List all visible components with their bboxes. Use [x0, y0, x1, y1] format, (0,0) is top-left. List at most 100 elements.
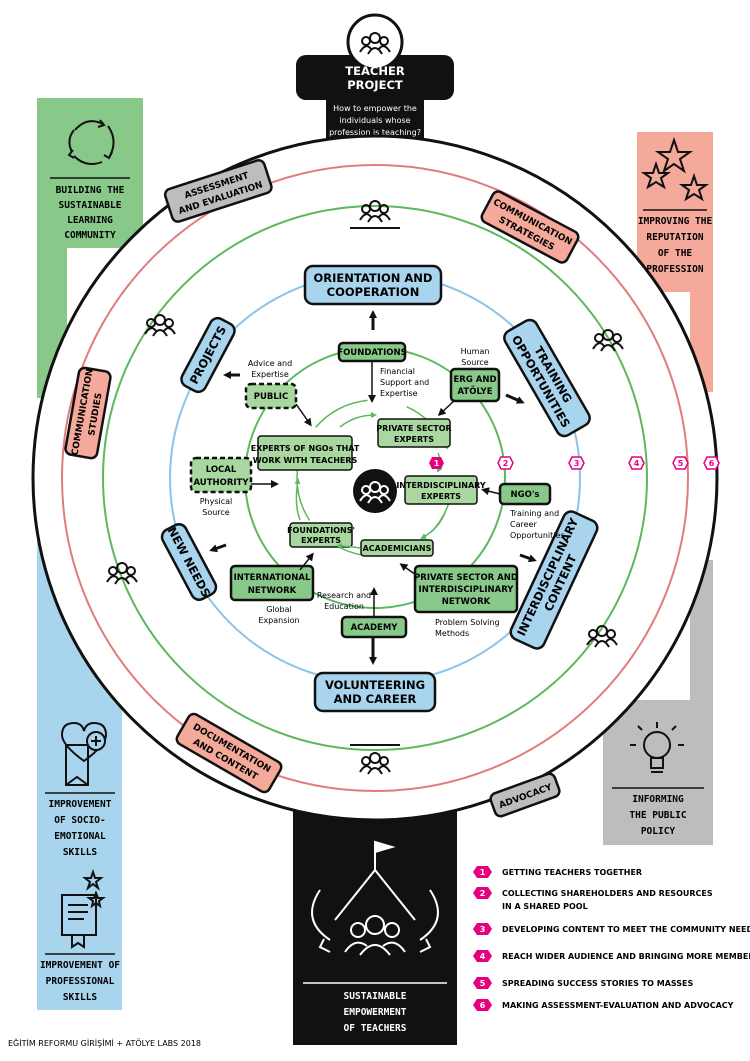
svg-text:1: 1: [434, 459, 440, 468]
header-question-2: individuals whose: [339, 116, 410, 125]
annot-training-career-1: Training and: [509, 509, 559, 518]
expert-foundations: FOUNDATIONS' EXPERTS: [287, 522, 355, 548]
svg-text:DEVELOPING CONTENT TO MEET THE: DEVELOPING CONTENT TO MEET THE COMMUNITY…: [502, 925, 750, 934]
annot-training-career-2: Career: [510, 520, 537, 529]
footer-credit: EĞİTİM REFORMU GİRİŞİMİ + ATÖLYE LABS 20…: [8, 1037, 201, 1048]
svg-text:WORK WITH TEACHERS: WORK WITH TEACHERS: [253, 456, 358, 465]
svg-text:2: 2: [480, 889, 486, 898]
svg-text:OF THE: OF THE: [658, 248, 693, 259]
node-foundations: FOUNDATIONS: [337, 341, 407, 363]
annot-training-career-3: Opportunities: [510, 531, 565, 540]
inner-cycle-arrows: [294, 412, 447, 550]
svg-text:OF TEACHERS: OF TEACHERS: [344, 1023, 407, 1034]
panel-building-community: [37, 98, 143, 248]
annot-advice-2: Expertise: [251, 370, 289, 379]
panel-socio-emotional-text: IMPROVEMENT OF SOCIO- EMOTIONAL SKILLS: [49, 799, 112, 858]
label-communication-studies: COMMUNICATION STUDIES: [64, 366, 112, 460]
mountain-flag-icon: [311, 840, 439, 956]
svg-text:IMPROVING THE: IMPROVING THE: [638, 216, 713, 227]
legend-item-4: 4 REACH WIDER AUDIENCE AND BRINGING MORE …: [473, 950, 750, 962]
svg-text:REACH WIDER AUDIENCE AND BRING: REACH WIDER AUDIENCE AND BRINGING MORE M…: [502, 952, 750, 961]
svg-text:5: 5: [678, 459, 684, 468]
annot-financial-3: Expertise: [380, 389, 418, 398]
header-question-3: profession is teaching?: [329, 128, 421, 137]
ring-badge-1: 1: [429, 457, 444, 469]
heart-plus-badge-icon: [60, 721, 108, 786]
panel-reputation-text: IMPROVING THE REPUTATION OF THE PROFESSI…: [638, 216, 713, 275]
svg-text:LOCAL: LOCAL: [206, 465, 237, 475]
ring-badge-6: 6: [703, 456, 720, 470]
svg-text:COLLECTING SHAREHOLDERS AND RE: COLLECTING SHAREHOLDERS AND RESOURCES: [502, 889, 713, 898]
svg-text:6: 6: [709, 459, 715, 468]
svg-text:ORIENTATION AND: ORIENTATION AND: [314, 271, 433, 285]
svg-text:COMMUNITY: COMMUNITY: [64, 230, 116, 241]
annot-research-1: Research and: [317, 591, 371, 600]
svg-text:INTERDISCIPLINARY: INTERDISCIPLINARY: [419, 585, 515, 595]
annot-problem-2: Methods: [435, 629, 469, 638]
annot-research-2: Education: [324, 602, 364, 611]
svg-text:SUSTAINABLE: SUSTAINABLE: [59, 200, 122, 211]
ring-number-badges: 1 2 3 4 5 6: [429, 456, 720, 470]
panel-empowerment-text: SUSTAINABLE EMPOWERMENT OF TEACHERS: [344, 991, 407, 1034]
expert-private-sector: PRIVATE SECTOR EXPERTS: [376, 418, 452, 448]
svg-text:NETWORK: NETWORK: [248, 586, 297, 596]
annot-human-1: Human: [461, 347, 490, 356]
node-private-network: PRIVATE SECTOR AND INTERDISCIPLINARY NET…: [413, 564, 519, 614]
svg-text:5: 5: [480, 979, 486, 988]
expert-ngo: EXPERTS OF NGOs THAT WORK WITH TEACHERS: [251, 435, 360, 471]
svg-text:SKILLS: SKILLS: [63, 992, 98, 1003]
panel-sustainable-empowerment: [293, 800, 457, 1045]
svg-text:INTERNATIONAL: INTERNATIONAL: [234, 573, 311, 583]
svg-text:IMPROVEMENT: IMPROVEMENT: [49, 799, 112, 810]
ring-badge-3: 3: [568, 456, 585, 470]
annot-financial-2: Support and: [380, 378, 429, 387]
svg-text:2: 2: [503, 459, 509, 468]
svg-text:NGO's: NGO's: [511, 490, 540, 500]
lightbulb-icon: [630, 722, 684, 773]
people-icon-top: [350, 200, 400, 229]
node-erg: ERG AND ATÖLYE: [449, 367, 501, 403]
svg-text:ACADEMY: ACADEMY: [351, 623, 399, 633]
svg-text:PRIVATE SECTOR: PRIVATE SECTOR: [376, 424, 451, 433]
svg-text:INFORMING: INFORMING: [632, 794, 684, 805]
annot-human-2: Source: [461, 358, 489, 367]
svg-text:NETWORK: NETWORK: [442, 597, 491, 607]
svg-text:FOUNDATIONS: FOUNDATIONS: [337, 348, 406, 358]
annot-physical-2: Source: [202, 508, 230, 517]
svg-text:PROFESSIONAL: PROFESSIONAL: [46, 976, 115, 987]
svg-text:THE PUBLIC: THE PUBLIC: [629, 810, 686, 821]
annot-financial-1: Financial: [380, 367, 415, 376]
svg-text:COOPERATION: COOPERATION: [327, 285, 420, 299]
panel-policy-text: INFORMING THE PUBLIC POLICY: [629, 794, 686, 837]
header-title-box: [296, 55, 454, 100]
svg-text:AND CAREER: AND CAREER: [334, 692, 417, 706]
svg-text:SUSTAINABLE: SUSTAINABLE: [344, 991, 407, 1002]
svg-text:3: 3: [480, 925, 486, 934]
panel-building-text: BUILDING THE SUSTAINABLE LEARNING COMMUN…: [56, 185, 125, 241]
svg-text:INTERDISCIPLINARY: INTERDISCIPLINARY: [396, 481, 486, 490]
svg-text:EMOTIONAL: EMOTIONAL: [54, 831, 106, 842]
label-orientation: ORIENTATION AND COOPERATION: [303, 264, 443, 306]
svg-text:EXPERTS: EXPERTS: [394, 435, 434, 444]
svg-text:EXPERTS: EXPERTS: [421, 492, 461, 501]
svg-text:POLICY: POLICY: [641, 826, 676, 837]
node-ngos: NGO's: [498, 482, 552, 506]
svg-text:MAKING ASSESSMENT-EVALUATION A: MAKING ASSESSMENT-EVALUATION AND ADVOCAC…: [502, 1001, 734, 1010]
header-question-1: How to empower the: [333, 104, 417, 113]
svg-text:EMPOWERMENT: EMPOWERMENT: [344, 1007, 407, 1018]
expert-academicians: ACADEMICIANS: [360, 539, 434, 557]
svg-text:ATÖLYE: ATÖLYE: [458, 386, 493, 397]
node-connectors: [251, 361, 501, 617]
svg-text:PUBLIC: PUBLIC: [254, 392, 288, 402]
svg-text:4: 4: [480, 952, 486, 961]
annot-advice-1: Advice and: [248, 359, 292, 368]
svg-text:GETTING TEACHERS TOGETHER: GETTING TEACHERS TOGETHER: [502, 868, 642, 877]
ring-green-outer: [102, 205, 648, 751]
svg-text:EXPERTS: EXPERTS: [301, 536, 341, 545]
arrows: [209, 310, 537, 665]
svg-text:SKILLS: SKILLS: [63, 847, 98, 858]
